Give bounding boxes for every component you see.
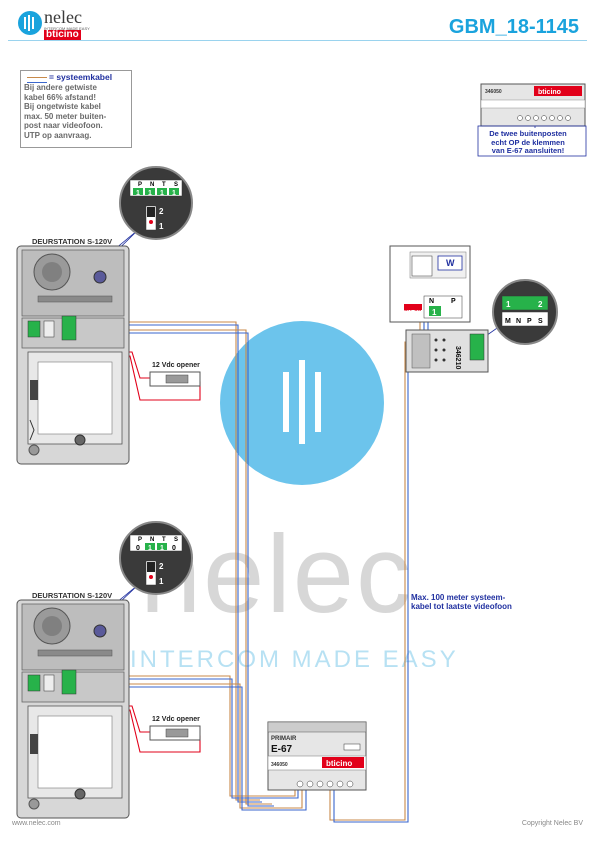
jumper1-value-s: 1 (172, 190, 176, 197)
jumper2-num-1: 1 (159, 577, 164, 586)
ps-primary-label: PRIMAIR (271, 736, 297, 742)
door-station-2 (16, 599, 130, 819)
logo-wordmark: nelec (44, 7, 82, 27)
videophone (389, 245, 471, 323)
zoom-right-val-2: 2 (538, 300, 543, 309)
legend-box: = systeemkabel Bij andere getwiste kabel… (20, 70, 132, 148)
jumper2-value-t: 1 (160, 545, 164, 552)
watermark-tagline: INTERCOM MADE EASY (130, 646, 459, 673)
jumper2-header-p: P (138, 537, 142, 543)
jumper2-num-2: 2 (159, 562, 164, 571)
jumper2-value-s: 0 (172, 545, 176, 552)
note-middle-right: Max. 100 meter systeem- kabel tot laatst… (411, 593, 512, 611)
jumper2-value-n: 1 (148, 545, 152, 552)
monitor-key: W (446, 258, 455, 268)
header-divider (8, 40, 587, 41)
opener-2-label: 12 Vdc opener (152, 716, 200, 723)
door-station-2-title: DEURSTATION S-120V (32, 591, 113, 600)
jumper1-value-p: 1 (136, 190, 140, 197)
distributor (405, 329, 489, 373)
ps-brand-label: bticino (326, 759, 352, 768)
jumper1-value-t: 1 (160, 190, 164, 197)
legend-title: = systeemkabel (49, 72, 113, 82)
jumper1-value-n: 1 (148, 190, 152, 197)
monitor-p-header: P (451, 298, 456, 305)
zoom-right-p: P (527, 318, 532, 325)
jumper2-header-t: T (162, 537, 166, 543)
terminal-zoom-right (492, 279, 558, 345)
note-top-right: De twee buitenposten echt OP de klemmen … (489, 129, 567, 155)
zoom-right-n: N (516, 318, 521, 325)
footer-website[interactable]: www.nelec.com (12, 820, 61, 827)
jumper2-header-s: S (174, 537, 178, 543)
monitor-np-value: 1 (432, 308, 437, 317)
door-station-1-title: DEURSTATION S-120V (32, 237, 113, 246)
footer-copyright: Copyright Nelec BV (521, 820, 583, 827)
legend-cable-sample (27, 77, 47, 83)
jumper1-num-2: 2 (159, 207, 164, 216)
door-station-1 (16, 245, 130, 465)
zoom-right-val-1: 1 (506, 300, 511, 309)
top-module-brand: bticino (538, 89, 561, 96)
jumper1-header-s: S (174, 182, 178, 188)
opener-1-label: 12 Vdc opener (152, 362, 200, 369)
jumper1-header-n: N (150, 182, 154, 188)
jumper1-num-1: 1 (159, 222, 164, 231)
ps-model-label: E-67 (271, 744, 293, 755)
logo-brand: bticino (44, 29, 81, 40)
document-id: GBM_18-1145 (448, 16, 579, 38)
jumper1-header-p: P (138, 182, 142, 188)
top-module-code: 346050 (485, 89, 502, 95)
nelec-logo: nelec INTERCOM MADE EASY bticino (18, 8, 108, 40)
logo-tagline: INTERCOM MADE EASY (44, 26, 90, 31)
top-module (477, 83, 587, 157)
legend-body: Bij andere getwiste kabel 66% afstand! B… (24, 83, 107, 140)
distributor-code: 346210 (454, 346, 461, 369)
jumper2-header-n: N (150, 537, 154, 543)
jumper2-value-p: 0 (136, 545, 140, 552)
door-opener-2 (149, 725, 201, 741)
jumper-zoom-1 (119, 166, 193, 240)
jumper-zoom-2 (119, 521, 193, 595)
monitor-n-header: N (429, 298, 434, 305)
distributor-offon: OFF ON (404, 307, 421, 312)
zoom-right-s: S (538, 318, 543, 325)
watermark-circle (220, 321, 384, 485)
zoom-right-m: M (505, 318, 511, 325)
power-supply-e67 (267, 721, 367, 791)
nelec-logo-icon (18, 11, 42, 35)
door-opener-1 (149, 371, 201, 387)
ps-code-label: 346050 (271, 762, 288, 768)
jumper1-header-t: T (162, 182, 166, 188)
